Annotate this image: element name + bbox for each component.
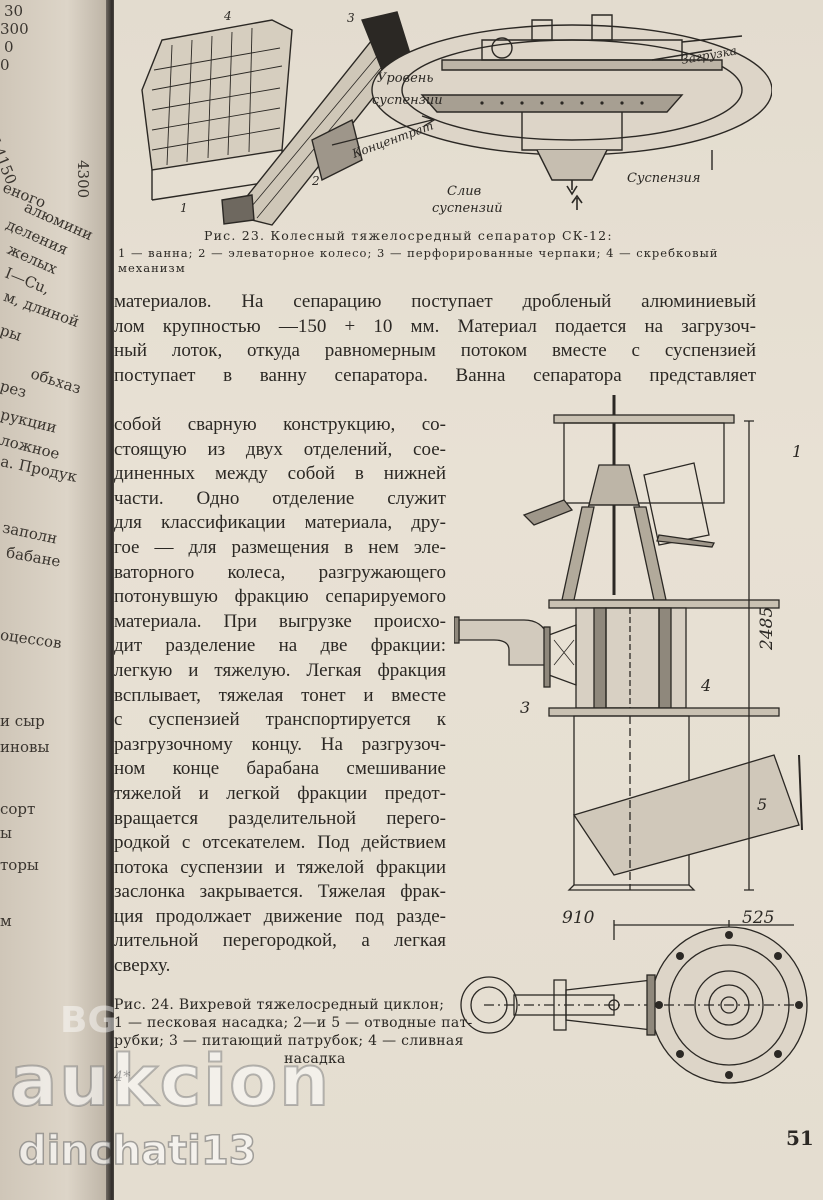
text-line: диненных между собой в нижней: [114, 463, 446, 485]
label-concentrate: Концентрат: [349, 118, 435, 161]
text-line: потока суспензии и тяжелой фракции: [114, 856, 446, 878]
label-level-suspension: суспензии: [372, 93, 443, 108]
text-line: ция продолжает движение под разде-: [114, 905, 446, 927]
watermark-brand-prefix: BG: [60, 1000, 117, 1041]
left-fragment: иновы: [0, 738, 50, 756]
callout-5: 5: [757, 795, 767, 814]
callout-4: 4: [700, 676, 711, 695]
text-line: всплывает, тяжелая тонет и вместе: [114, 684, 446, 706]
text-line: ном конце барабана смешивание: [114, 758, 446, 780]
left-fragment: торы: [0, 856, 39, 874]
dimension-height: 2485: [757, 607, 777, 651]
watermark-username: dinchati13: [17, 1127, 257, 1175]
left-fragment: 30: [4, 2, 24, 20]
figure-23-separator-drawing: 4 3 2 1 Уровень суспензии Концентрат Заг…: [141, 9, 772, 226]
left-fragment: ы: [0, 824, 12, 842]
text-line: гое — для размещения в нем эле-: [114, 536, 446, 558]
callout-4: 4: [223, 9, 232, 23]
paragraph-top: материалов. На сепарацию поступает дробл…: [114, 290, 756, 388]
caption-line: насадка: [284, 1051, 346, 1067]
callout-3: 3: [347, 11, 355, 25]
left-fragment: и сыр: [0, 712, 45, 730]
left-fragment: сорт: [0, 800, 36, 818]
figure-24-cyclone-drawing: 1 2 3 4 5 2485 910 525: [454, 395, 808, 1084]
dimension-left-width: 910: [562, 908, 595, 928]
figure-23-caption-title: Рис. 23. Колесный тяжелосредный сепарато…: [204, 228, 613, 243]
left-fragment: оцессов: [0, 625, 63, 653]
caption-line: Рис. 24. Вихревой тяжелосредный циклон;: [114, 997, 445, 1013]
caption-line: рубки; 3 — питающий патрубок; 4 — сливна…: [114, 1033, 464, 1049]
label-drain-suspensions: суспензий: [432, 201, 503, 216]
left-fragment: 0: [4, 38, 14, 56]
text-line: лом крупностью —150 + 10 мм. Материал по…: [114, 315, 756, 337]
left-fragment: 300: [0, 20, 29, 38]
paragraph-column: собой сварную конструкцию, со- стоящую и…: [114, 413, 446, 979]
left-fragment: м: [0, 912, 12, 930]
text-line: дит разделение на две фракции:: [114, 635, 446, 657]
callout-2: 2: [311, 174, 320, 188]
text-line: тяжелой и легкой фракции предот-: [114, 782, 446, 804]
figure-23-caption-legend: 1 — ванна; 2 — элеваторное колесо; 3 — п…: [118, 246, 719, 275]
text-line: ваторного колеса, разгружающего: [114, 561, 446, 583]
text-line: стоящую из двух отделений, сое-: [114, 438, 446, 460]
text-line: потонувшую фракцию сепарируемого: [114, 586, 446, 608]
label-drain: Слив: [447, 184, 481, 199]
text-line: собой сварную конструкцию, со-: [114, 414, 446, 435]
text-line: родкой с отсекателем. Под действием: [114, 832, 446, 854]
left-fragment: бабане: [4, 543, 62, 571]
left-fragment: ры: [0, 321, 24, 345]
text-line: для классификации материала, дру-: [114, 512, 446, 534]
left-fragment: обьхаз: [28, 364, 84, 398]
left-fragment: 0: [0, 56, 10, 74]
figure-24-caption: Рис. 24. Вихревой тяжелосредный циклон; …: [114, 996, 473, 1086]
label-suspension: Суспензия: [627, 171, 700, 186]
text-line: заслонка закрывается. Тяжелая фрак-: [114, 881, 446, 903]
text-line: вращается разделительной перего-: [114, 807, 446, 829]
text-line: поступает в ванну сепаратора. Ванна сепа…: [114, 364, 756, 386]
book-page: 4 3 2 1 Уровень суспензии Концентрат Заг…: [114, 0, 823, 1200]
left-fragment: K 4150: [0, 130, 21, 187]
label-level: Уровень: [377, 71, 433, 86]
watermark-brand: aukcion: [9, 1039, 332, 1123]
text-line: легкую и тяжелую. Легкая фракция: [114, 659, 446, 681]
page-number: 51: [786, 1126, 814, 1150]
text-line: материала. При выгрузке происхо-: [114, 610, 446, 632]
callout-1: 1: [180, 201, 188, 215]
text-line: части. Одно отделение служит: [114, 487, 446, 509]
text-line: сверху.: [114, 955, 171, 977]
callout-1: 1: [792, 442, 802, 461]
text-line: ный лоток, откуда равномерным потоком вм…: [114, 340, 756, 362]
text-line: с суспензией транспортируется к: [114, 709, 446, 731]
caption-line: 1 — песковая насадка; 2—и 5 — отводные п…: [114, 1015, 473, 1031]
left-fragment: рез: [0, 376, 29, 402]
callout-3: 3: [520, 698, 530, 717]
text-line: лительной перегородкой, а легкая: [114, 930, 446, 952]
left-facing-page: 30 300 0 0 K 4150 4300 еного алюмини дел…: [0, 0, 112, 1200]
dimension-right-width: 525: [742, 908, 774, 928]
text-line: разгрузочному концу. На разгрузоч-: [114, 733, 446, 755]
signature-mark: 4*: [114, 1069, 131, 1085]
text-line: материалов. На сепарацию поступает дробл…: [114, 291, 756, 312]
left-fragment: 4300: [74, 160, 92, 199]
